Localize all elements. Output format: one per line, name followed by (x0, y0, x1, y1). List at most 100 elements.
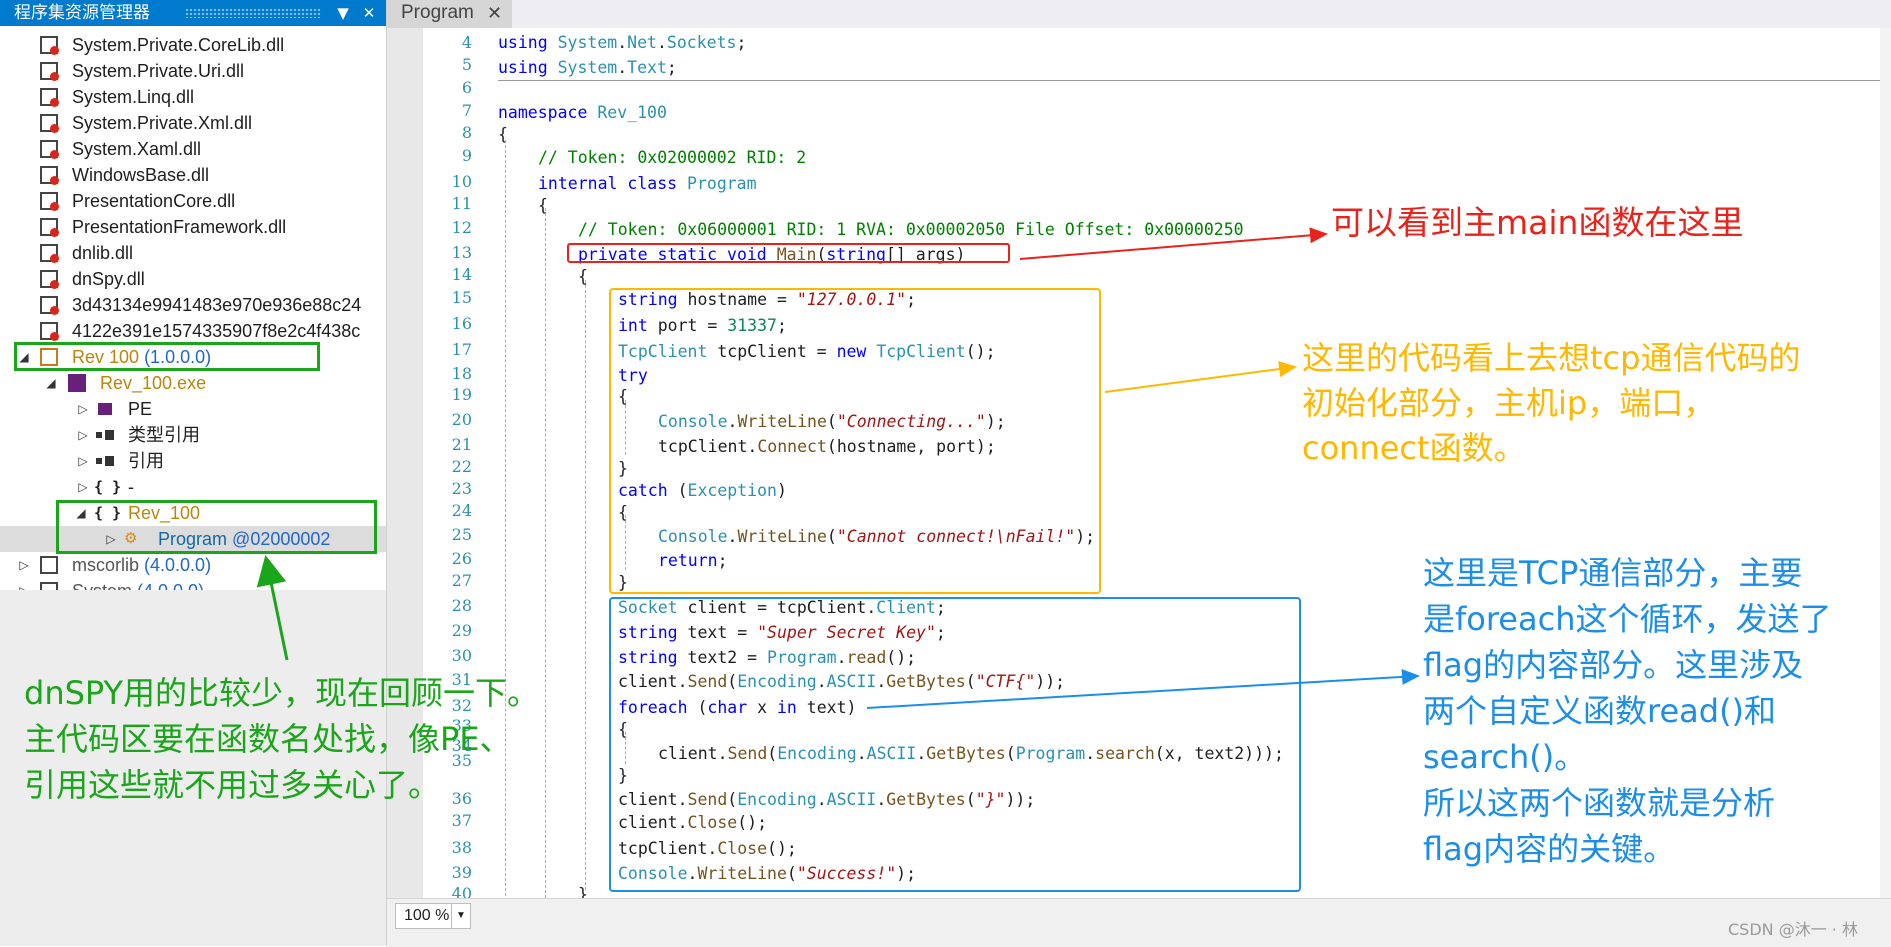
tree-item-refs[interactable]: ▷ 引用 (0, 448, 386, 474)
panel-dropdown-icon[interactable]: ▼ (337, 4, 349, 22)
assembly-name: Rev 100 (72, 347, 140, 367)
code-line: } (618, 766, 628, 785)
tree-item-dll[interactable]: WindowsBase.dll (0, 162, 386, 188)
indent-guide (625, 515, 626, 570)
line-number: 14 (451, 265, 472, 284)
tab-program[interactable]: Program ✕ (387, 0, 512, 28)
code-line: try (618, 366, 648, 385)
tree-item-dll[interactable]: System.Xaml.dll (0, 136, 386, 162)
line-number: 34 (451, 736, 472, 755)
collapsed-arrow-icon[interactable]: ▷ (78, 454, 88, 468)
tree-item-type-refs[interactable]: ▷ 类型引用 (0, 422, 386, 448)
tree-item-rev100-exe[interactable]: ◢ Rev_100.exe (0, 370, 386, 396)
collapsed-arrow-icon[interactable]: ▷ (78, 428, 88, 442)
highlight-box-assembly (14, 342, 320, 371)
line-number: 27 (451, 571, 472, 590)
tree-item-namespace-rev100[interactable]: ◢ { } Rev_100 (0, 500, 386, 526)
line-number: 11 (451, 194, 472, 213)
line-number: 30 (451, 646, 472, 665)
tree-item-pe[interactable]: ▷ PE (0, 396, 386, 422)
code-line: string hostname = "127.0.0.1"; (618, 290, 917, 309)
class-token: @02000002 (232, 529, 331, 549)
code-line: int port = 31337; (618, 316, 787, 335)
tree-item-dll[interactable]: System.Linq.dll (0, 84, 386, 110)
reference-icon (96, 452, 114, 470)
code-line: Console.WriteLine("Success!"); (618, 864, 917, 883)
assembly-explorer-titlebar: 程序集资源管理器 ▼ ✕ (0, 0, 386, 26)
dll-missing-icon (40, 62, 59, 81)
indent-guide (545, 208, 546, 898)
line-number: 6 (461, 78, 472, 97)
line-number: 12 (451, 218, 472, 237)
annotation-line: dnSPY用的比较少，现在回顾一下。 (24, 674, 540, 712)
line-number: 31 (451, 670, 472, 689)
panel-close-icon[interactable]: ✕ (362, 4, 376, 22)
csdn-watermark: CSDN @沐一 · 林 (1728, 920, 1858, 939)
class-icon: ⚙ (124, 530, 138, 547)
annotation-line: 初始化部分，主机ip，端口， (1302, 384, 1716, 422)
panel-drag-grip[interactable] (185, 8, 322, 18)
tree-item-dll[interactable]: 4122e391e1574335907f8e2c4f438c (0, 318, 386, 344)
code-comment: // Token: 0x06000001 RID: 1 RVA: 0x00002… (578, 220, 1244, 239)
annotation-tcp-init: 这里的代码看上去想tcp通信代码的 初始化部分，主机ip，端口， connect… (1302, 336, 1800, 471)
tree-item-label: dnlib.dll (72, 243, 134, 263)
dll-missing-icon (40, 166, 59, 185)
tree-item-label: System.Linq.dll (72, 87, 195, 107)
expanded-arrow-icon[interactable]: ◢ (46, 376, 56, 390)
code-editor[interactable] (387, 28, 1891, 898)
line-number: 21 (451, 435, 472, 454)
indent-guide (625, 732, 626, 764)
line-number: 35 (451, 751, 472, 770)
tree-item-dll[interactable]: 3d43134e9941483e970e936e88c24 (0, 292, 386, 318)
assembly-version: (4.0.0.0) (144, 555, 212, 575)
tree-item-dll[interactable]: System.Private.Xml.dll (0, 110, 386, 136)
line-number: 22 (451, 457, 472, 476)
code-line: Socket client = tcpClient.Client; (618, 598, 946, 617)
pe-icon (98, 403, 112, 415)
expanded-arrow-icon[interactable]: ◢ (19, 350, 29, 364)
tree-item-dll[interactable]: PresentationFramework.dll (0, 214, 386, 240)
collapsed-arrow-icon[interactable]: ▷ (78, 402, 88, 416)
tree-item-rev100-assembly[interactable]: ◢ Rev 100 (1.0.0.0) (0, 344, 386, 370)
tree-item-empty-namespace[interactable]: ▷ { } - (0, 474, 386, 500)
tab-close-icon[interactable]: ✕ (487, 3, 503, 23)
tree-item-dll[interactable]: dnlib.dll (0, 240, 386, 266)
type-reference-icon (96, 426, 114, 444)
class-name: Program (158, 529, 228, 549)
expanded-arrow-icon[interactable]: ◢ (76, 506, 86, 520)
tree-item-label: PresentationFramework.dll (72, 217, 287, 237)
editor-margin (387, 28, 423, 898)
annotation-line: 主代码区要在函数名处找，像PE、 (24, 720, 512, 758)
tree-item-mscorlib[interactable]: ▷ mscorlib (4.0.0.0) (0, 552, 386, 578)
tree-item-dll[interactable]: System.Private.CoreLib.dll (0, 32, 386, 58)
tree-item-label: Rev 100 (1.0.0.0) (72, 346, 211, 368)
dll-missing-icon (40, 192, 59, 211)
collapsed-arrow-icon[interactable]: ▷ (19, 558, 29, 572)
editor-statusbar: 100 % ▼ (387, 898, 1891, 947)
code-line: using System.Text; (498, 58, 677, 77)
tab-label: Program (401, 2, 474, 23)
line-number: 16 (451, 314, 472, 333)
tree-item-dll[interactable]: System.Private.Uri.dll (0, 58, 386, 84)
zoom-level-select[interactable]: 100 % ▼ (395, 903, 471, 929)
code-line: string text = "Super Secret Key"; (618, 623, 946, 642)
tree-item-program-class[interactable]: ▷ ⚙ Program @02000002 (0, 526, 386, 552)
tree-item-dll[interactable]: dnSpy.dll (0, 266, 386, 292)
collapsed-arrow-icon[interactable]: ▷ (106, 532, 116, 546)
line-number: 28 (451, 596, 472, 615)
assembly-tree: System.Private.CoreLib.dll System.Privat… (0, 30, 386, 601)
collapsed-arrow-icon[interactable]: ▷ (78, 480, 88, 494)
tree-item-label: Program @02000002 (158, 528, 330, 550)
dll-missing-icon (40, 140, 59, 159)
line-number: 24 (451, 501, 472, 520)
code-line: { (618, 503, 628, 522)
annotation-line: search()。 (1423, 738, 1587, 776)
tree-item-label: System.Private.Uri.dll (72, 61, 245, 81)
tree-item-label: Rev_100.exe (100, 373, 207, 393)
annotation-line: 是foreach这个循环，发送了 (1423, 600, 1832, 638)
dll-missing-icon (40, 270, 59, 289)
tree-item-label: Rev_100 (128, 503, 201, 523)
tree-item-dll[interactable]: PresentationCore.dll (0, 188, 386, 214)
editor-vertical-scrollbar[interactable] (1880, 28, 1891, 898)
chevron-down-icon[interactable]: ▼ (451, 904, 470, 928)
